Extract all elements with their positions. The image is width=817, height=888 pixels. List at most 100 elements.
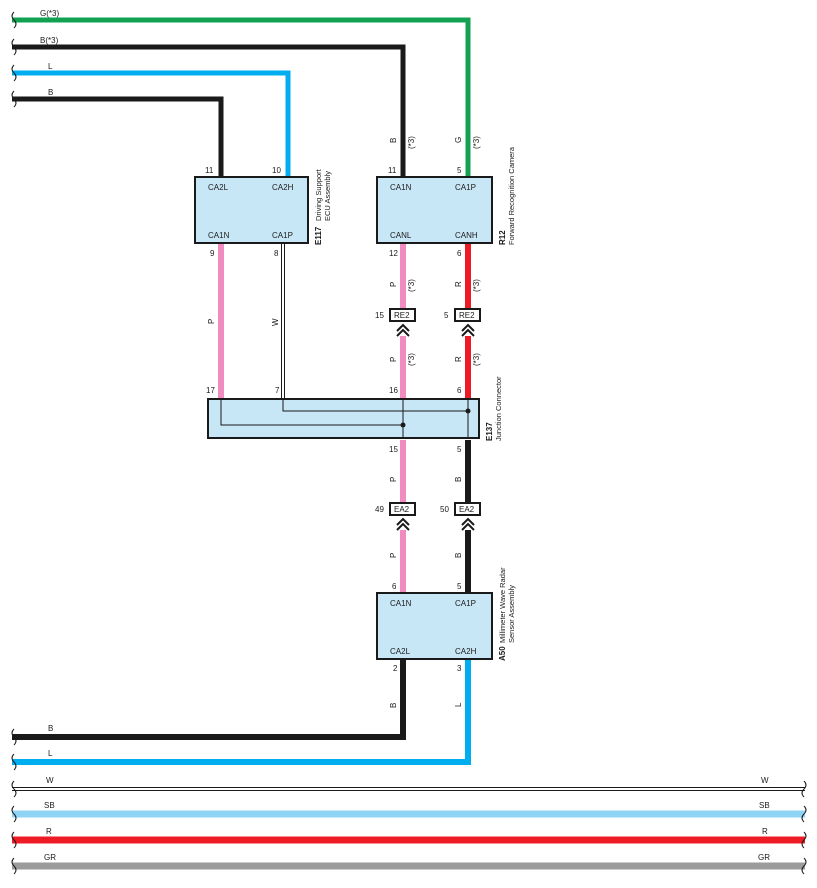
e137-pin-15: 15 — [389, 445, 398, 454]
a50-code: A50 — [498, 646, 507, 661]
wire-label-r12-top-right-note: (*3) — [472, 136, 481, 149]
bus-label-gr-left: GR — [44, 853, 56, 862]
wire-label-e137-bottom-left-upper: P — [389, 477, 398, 482]
bottom-wire-black — [12, 660, 406, 740]
top-wire-label-g3: G(*3) — [40, 9, 59, 18]
bottom-wire-label-b: B — [48, 724, 53, 733]
r12-pin-6: 6 — [457, 249, 462, 258]
a50-pin-3: 3 — [457, 664, 462, 673]
break-marks-bottom-right — [801, 780, 807, 875]
e117-pin-11: 11 — [205, 166, 214, 175]
ea2-right-code: EA2 — [459, 505, 475, 514]
e137-pin-7: 7 — [275, 386, 280, 395]
r12-pin-5: 5 — [457, 166, 462, 175]
r12-pin-12: 12 — [389, 249, 398, 258]
wire-label-r12-bottom-right-lower-note: (*3) — [472, 353, 481, 366]
wire-label-r12-top-left-color: B — [389, 138, 398, 143]
e137-pin-17: 17 — [206, 386, 215, 395]
r12-pin-name-ca1n: CA1N — [390, 183, 412, 192]
wire-label-r12-bottom-left-upper-color: P — [389, 282, 398, 287]
bottom-wire-blue — [12, 660, 471, 765]
ea2-connector-left: EA2 — [389, 502, 416, 531]
e137-junction-dot-2 — [465, 408, 471, 414]
top-wire-label-b3: B(*3) — [40, 36, 59, 45]
bus-label-gr-right: GR — [758, 853, 770, 862]
r12-name: Forward Recognition Camera — [507, 146, 516, 245]
e117-pin-9: 9 — [210, 249, 215, 258]
bus-label-r-left: R — [46, 827, 52, 836]
a50-title: A50 Millimeter Wave Radar Sensor Assembl… — [498, 567, 516, 661]
wire-label-e117-bottom-right: W — [271, 318, 280, 326]
r12-pin-name-ca1p: CA1P — [455, 183, 476, 192]
r12-forward-recognition-camera: CA1N CA1P CANL CANH — [376, 176, 493, 244]
e117-pin-name-ca2l: CA2L — [208, 183, 229, 192]
e117-pin-name-ca2h: CA2H — [272, 183, 294, 192]
e117-title: E117 Driving Support ECU Assembly — [314, 168, 332, 245]
bus-label-sb-left: SB — [44, 801, 55, 810]
break-marks-bottom-left — [11, 728, 17, 875]
bus-label-w-left: W — [46, 776, 54, 785]
e117-name-line1: Driving Support — [314, 168, 323, 221]
re2-left-pin: 15 — [375, 311, 384, 320]
wire-label-a50-bottom-right: L — [454, 702, 463, 707]
ea2-right-pin: 50 — [440, 505, 449, 514]
wire-label-r12-top-right-color: G — [454, 137, 463, 143]
a50-pin-name-ca1n: CA1N — [390, 599, 412, 608]
re2-connector-left: RE2 — [389, 308, 416, 337]
top-wire-label-l: L — [48, 62, 53, 71]
a50-millimeter-wave-radar-sensor: CA1N CA1P CA2L CA2H — [376, 592, 493, 660]
r12-pin-name-canh: CANH — [455, 231, 478, 240]
top-wire-green — [12, 17, 471, 176]
bus-label-w-right: W — [761, 776, 769, 785]
e137-name: Junction Connector — [494, 376, 503, 441]
ea2-connector-right: EA2 — [454, 502, 481, 531]
a50-pin-name-ca2h: CA2H — [455, 647, 477, 656]
wire-label-r12-bottom-right-upper-color: R — [454, 281, 463, 287]
wire-label-r12-bottom-left-lower-note: (*3) — [407, 353, 416, 366]
e117-pin-name-ca1n: CA1N — [208, 231, 230, 240]
e117-pin-name-ca1p: CA1P — [272, 231, 293, 240]
a50-pin-6: 6 — [392, 582, 397, 591]
a50-pin-name-ca1p: CA1P — [455, 599, 476, 608]
e117-pin-8: 8 — [274, 249, 279, 258]
r12-pin-name-canl: CANL — [390, 231, 412, 240]
r12-pin-11: 11 — [388, 166, 397, 175]
e117-code: E117 — [314, 226, 323, 245]
e137-pin-5: 5 — [457, 445, 462, 454]
wire-label-r12-bottom-left-lower-color: P — [389, 357, 398, 362]
bus-label-r-right: R — [762, 827, 768, 836]
a50-pin-2: 2 — [393, 664, 398, 673]
bottom-wire-label-l: L — [48, 749, 53, 758]
wire-label-e117-bottom-left: P — [207, 319, 216, 324]
top-wire-blue — [12, 70, 291, 176]
e137-title: E137 Junction Connector — [485, 376, 503, 441]
wire-label-a50-bottom-left: B — [389, 703, 398, 708]
e117-pin-10: 10 — [272, 166, 281, 175]
re2-right-code: RE2 — [459, 311, 475, 320]
ea2-left-code: EA2 — [394, 505, 410, 514]
wire-label-e137-bottom-right-upper: B — [454, 477, 463, 482]
top-wire-black-1 — [12, 44, 406, 176]
a50-name-line2: Sensor Assembly — [507, 585, 516, 643]
top-wire-label-b: B — [48, 88, 53, 97]
e117-driving-support-ecu: CA2L CA2H CA1N CA1P — [194, 176, 309, 244]
wire-label-e137-bottom-left-lower: P — [389, 553, 398, 558]
e137-code: E137 — [485, 422, 494, 441]
e137-junction-dot-1 — [400, 422, 406, 428]
ea2-left-pin: 49 — [375, 505, 384, 514]
e137-junction-connector — [207, 398, 480, 439]
re2-right-pin: 5 — [444, 311, 449, 320]
top-wire-black-2 — [12, 96, 224, 176]
bus-label-sb-right: SB — [759, 801, 770, 810]
e137-pin-6: 6 — [457, 386, 462, 395]
wire-label-r12-bottom-left-upper-note: (*3) — [407, 279, 416, 292]
wire-label-r12-top-left-note: (*3) — [407, 136, 416, 149]
re2-connector-right: RE2 — [454, 308, 481, 337]
break-marks-top — [11, 11, 17, 108]
r12-title: R12 Forward Recognition Camera — [498, 146, 516, 245]
a50-pin-5: 5 — [457, 582, 462, 591]
r12-code: R12 — [498, 230, 507, 245]
a50-name-line1: Millimeter Wave Radar — [498, 567, 507, 643]
e117-name-line2: ECU Assembly — [323, 171, 332, 221]
